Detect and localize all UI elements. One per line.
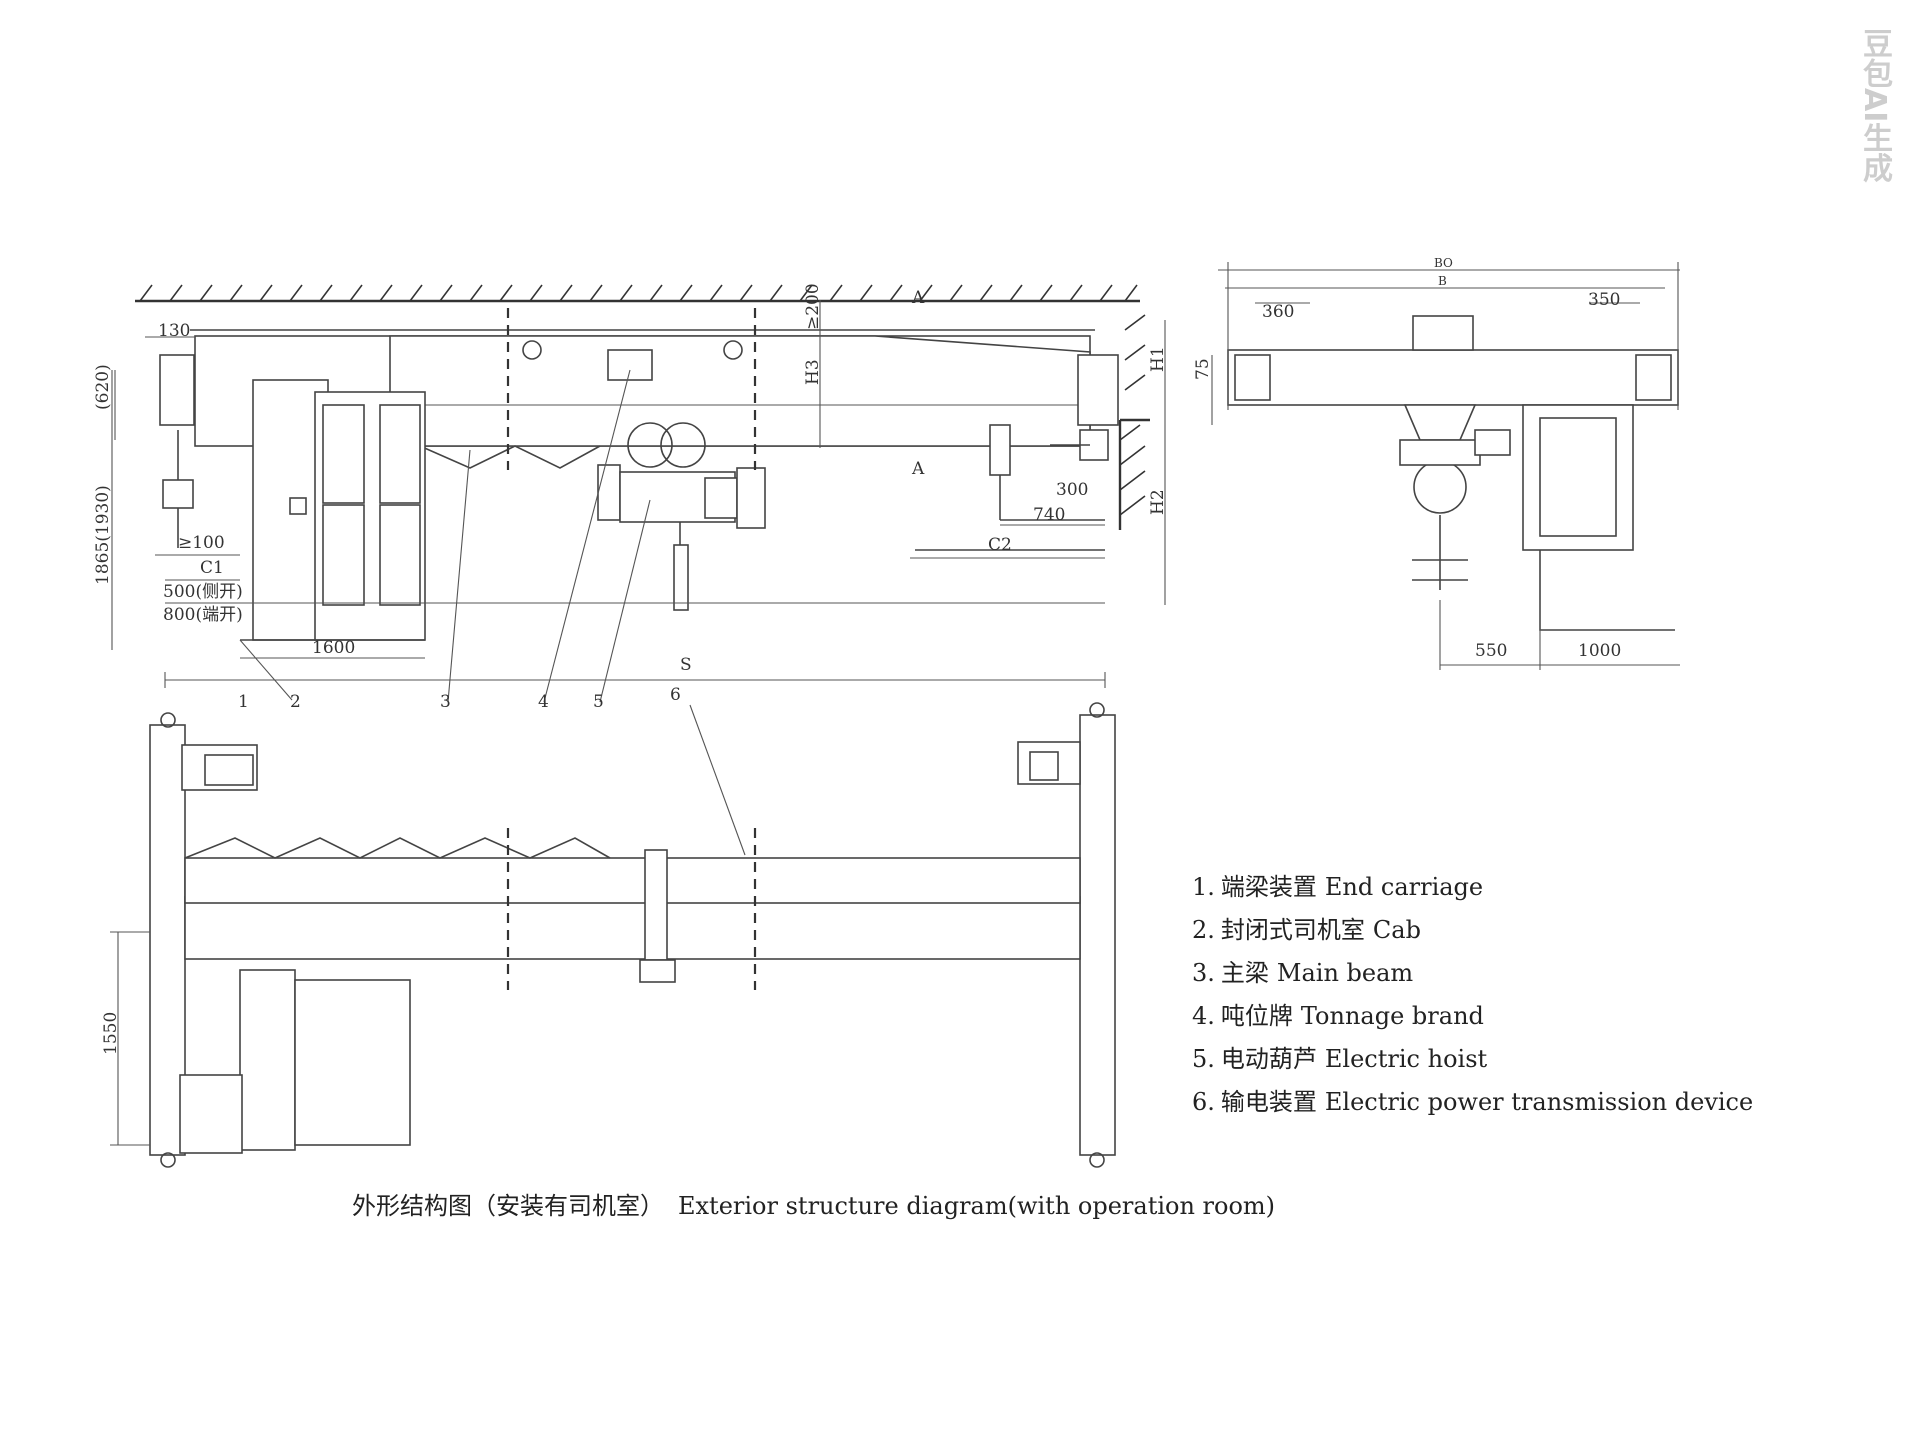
side-550: 550 xyxy=(1475,641,1507,661)
dim-1550: 1550 xyxy=(101,1012,121,1055)
dim-c1: C1 xyxy=(200,558,224,578)
dim-740: 740 xyxy=(1033,505,1065,525)
ceiling-hatch xyxy=(139,284,1138,302)
side-bo: BO xyxy=(1434,256,1453,270)
tonnage-brand xyxy=(607,349,653,381)
side-75: 75 xyxy=(1193,358,1213,380)
dim-ge100: ≥100 xyxy=(178,533,225,553)
dim-500: 500(侧开) xyxy=(163,582,243,602)
callout-2: 2 xyxy=(290,692,301,712)
front-elevation xyxy=(111,284,1166,703)
cab-plan xyxy=(179,969,411,1154)
end-carriage-right xyxy=(1077,354,1119,426)
caption-zh: 外形结构图（安装有司机室） xyxy=(352,1192,664,1220)
callout-3: 3 xyxy=(440,692,451,712)
dim-h2: H2 xyxy=(1148,489,1168,515)
dim-130: 130 xyxy=(158,321,190,341)
cab xyxy=(240,379,426,641)
dim-c2: C2 xyxy=(988,535,1012,555)
end-carriage-left xyxy=(159,354,195,426)
side-b: B xyxy=(1438,274,1447,288)
side-1000: 1000 xyxy=(1578,641,1621,661)
dim-h3: H3 xyxy=(803,359,823,385)
dim-ge200: ≥200 xyxy=(803,283,823,330)
side-360: 360 xyxy=(1262,302,1294,322)
dim-h1: H1 xyxy=(1148,346,1168,372)
dim-800: 800(端开) xyxy=(163,605,243,625)
dim-620: (620) xyxy=(93,364,113,410)
dim-300: 300 xyxy=(1056,480,1088,500)
section-a-bottom: A xyxy=(911,459,925,479)
callout-4: 4 xyxy=(538,692,549,712)
figure-caption: 外形结构图（安装有司机室） Exterior structure diagram(… xyxy=(352,1186,1289,1221)
side-350: 350 xyxy=(1588,290,1620,310)
dim-1865: 1865(1930) xyxy=(93,485,113,585)
watermark: 豆包AI生成 xyxy=(1857,28,1892,183)
electric-hoist xyxy=(597,422,766,611)
callout-5: 5 xyxy=(593,692,604,712)
callout-1: 1 xyxy=(238,692,249,712)
section-a-top: A xyxy=(911,288,925,308)
wall-hatch xyxy=(1119,314,1146,516)
caption-en: Exterior structure diagram(with operatio… xyxy=(678,1192,1276,1220)
dim-1600: 1600 xyxy=(312,638,355,658)
callout-6: 6 xyxy=(670,685,681,705)
plan-view xyxy=(110,702,1116,1168)
side-view xyxy=(1211,262,1680,670)
dim-s: S xyxy=(680,655,692,675)
